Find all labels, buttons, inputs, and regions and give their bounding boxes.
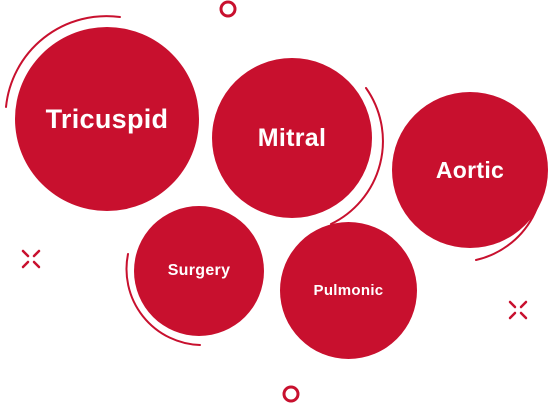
tricuspid-label: Tricuspid — [45, 103, 169, 134]
sparkle-icon — [21, 249, 41, 269]
ring-icon — [219, 0, 237, 18]
pulmonic-bubble: Pulmonic — [280, 222, 417, 359]
ring-icon — [282, 385, 300, 403]
mitral-bubble: Mitral — [212, 58, 372, 218]
tricuspid-bubble: Tricuspid — [15, 27, 199, 211]
surgery-label: Surgery — [167, 262, 231, 279]
pulmonic-label: Pulmonic — [313, 282, 384, 299]
aortic-label: Aortic — [435, 156, 505, 183]
surgery-bubble: Surgery — [134, 206, 264, 336]
aortic-bubble: Aortic — [392, 92, 548, 248]
sparkle-icon — [508, 300, 528, 320]
mitral-label: Mitral — [257, 123, 327, 152]
